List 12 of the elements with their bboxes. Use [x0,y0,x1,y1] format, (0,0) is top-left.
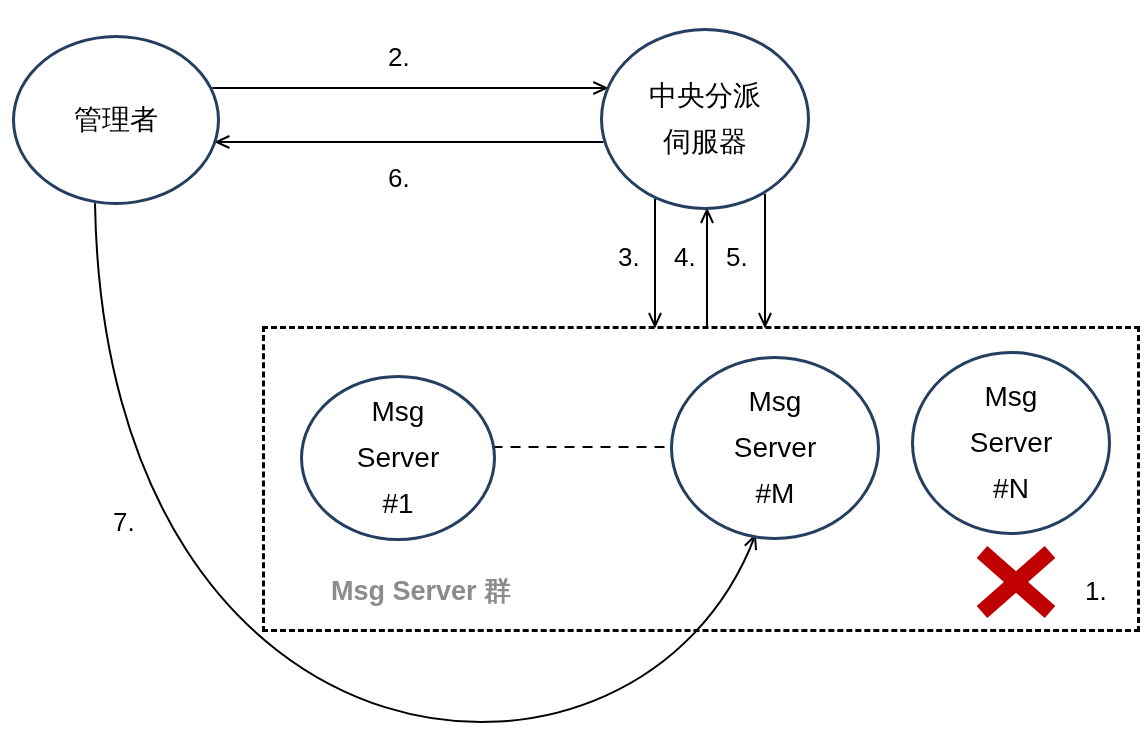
arrow [215,135,605,149]
arrow [700,209,714,327]
arrow [211,81,608,95]
node-label: Msg Server #N [968,380,1054,506]
node-label: 中央分派伺服器 [648,79,762,159]
group-label: Msg Server 群 [331,575,512,608]
step-number: 1. [1085,578,1107,604]
arrow [94,202,756,723]
group-frame [262,326,1140,632]
node-label: Msg Server #M [732,385,818,511]
node-label: Msg Server #1 [355,395,441,521]
node-label: 管理者 [73,103,159,137]
